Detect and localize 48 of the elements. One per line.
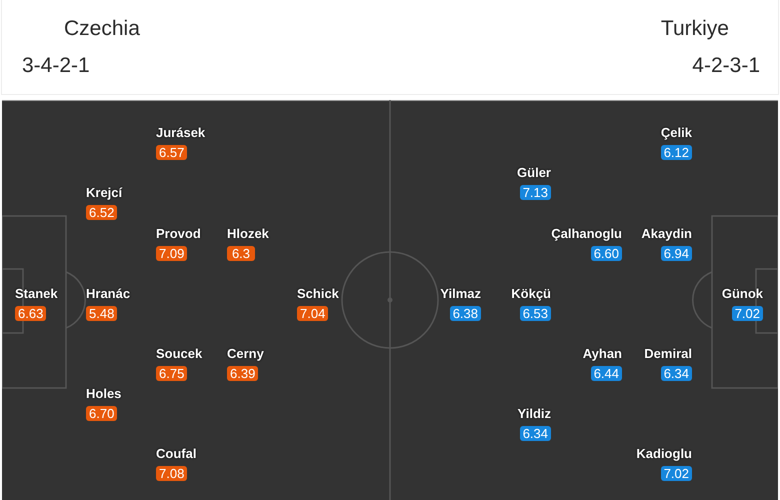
rating-badge: 6.34 <box>520 426 551 441</box>
rating-badge: 6.60 <box>590 246 622 261</box>
player-name: Soucek <box>156 346 202 361</box>
rating-badge: 6.44 <box>590 366 622 381</box>
player-name: Stanek <box>15 286 58 301</box>
rating-badge: 6.12 <box>660 145 692 160</box>
player-name: Günok <box>722 286 763 301</box>
player-name: Kökçü <box>511 286 551 301</box>
player-name: Yilmaz <box>440 286 481 301</box>
player-name: Güler <box>517 165 551 180</box>
rating-badge: 7.08 <box>156 466 188 481</box>
player-name: Holes <box>86 386 122 401</box>
rating-badge: 6.38 <box>450 306 481 321</box>
rating-badge: 6.39 <box>227 366 258 381</box>
rating-badge: 6.63 <box>15 306 46 321</box>
rating-badge: 6.34 <box>660 366 692 381</box>
rating-badge: 6.52 <box>86 205 118 220</box>
player-name: Coufal <box>156 446 196 461</box>
formation: 3-4-2-1 <box>22 54 90 78</box>
player-name: Schick <box>297 286 339 301</box>
player-name: Akaydin <box>641 226 692 241</box>
rating-badge: 6.3 <box>227 246 255 261</box>
rating-badge: 7.04 <box>297 306 328 321</box>
team-name: Czechia <box>64 17 140 41</box>
player-name: Jurásek <box>156 125 206 140</box>
player-name: Hlozek <box>227 226 269 241</box>
player-name: Kadioglu <box>636 446 692 461</box>
player-name: Cerny <box>227 346 264 361</box>
rating-badge: 5.48 <box>86 306 118 321</box>
rating-badge: 7.02 <box>732 306 763 321</box>
rating-badge: 7.13 <box>520 185 551 200</box>
rating-badge: 6.70 <box>86 406 118 421</box>
player-name: Demiral <box>644 346 692 361</box>
rating-badge: 6.94 <box>660 246 692 261</box>
rating-badge: 6.57 <box>156 145 188 160</box>
rating-badge: 6.53 <box>520 306 551 321</box>
rating-badge: 6.75 <box>156 366 188 381</box>
player-name: Hranác <box>86 286 130 301</box>
player-name: Çelik <box>660 125 692 140</box>
rating-badge: 7.02 <box>660 466 692 481</box>
rating-badge: 7.09 <box>156 246 188 261</box>
player-name: Krejcí <box>86 185 122 200</box>
player-name: Yildiz <box>518 406 551 421</box>
team-name: Turkiye <box>660 17 729 41</box>
player-name: Çalhanoglu <box>551 226 622 241</box>
player-name: Provod <box>156 226 201 241</box>
player-name: Ayhan <box>582 346 622 361</box>
formation: 4-2-3-1 <box>692 54 760 78</box>
